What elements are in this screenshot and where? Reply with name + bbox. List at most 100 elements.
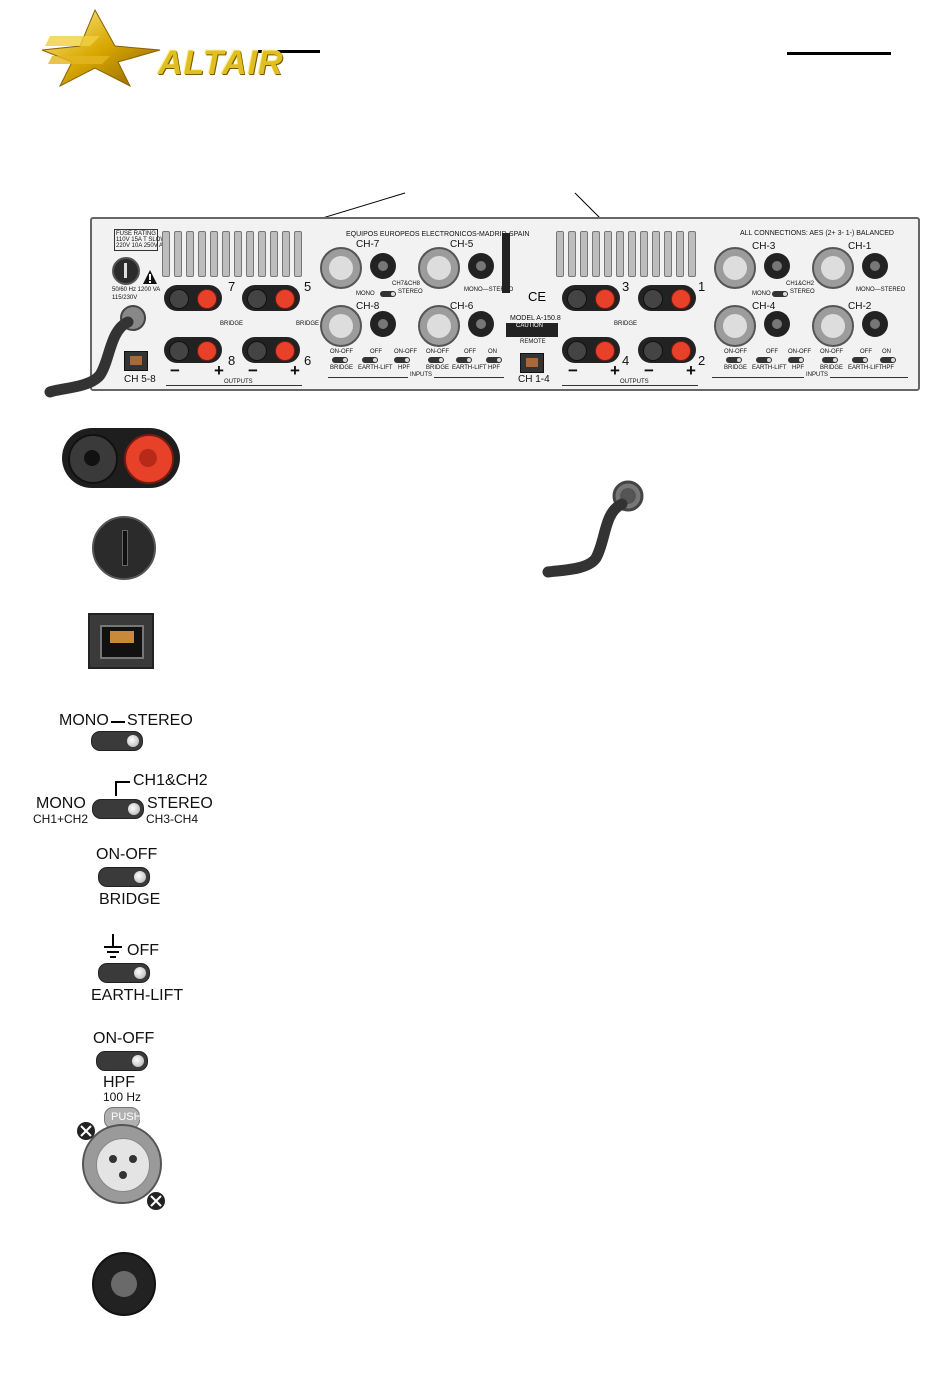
off-label-3: OFF [766,349,778,355]
on-off-label-4: ON-OFF [820,349,843,355]
warning-icon [143,270,157,284]
output-post-8[interactable] [164,337,222,363]
jack-ch6[interactable] [468,311,494,337]
output-post-2[interactable] [638,337,696,363]
legend-off-label: OFF [127,942,159,959]
fuse-line-3: 220V 10A 250V AC [116,243,168,249]
output-post-1[interactable] [638,285,696,311]
jack-ch8[interactable] [370,311,396,337]
earth-lift-label-1: EARTH-LIFT [358,365,393,371]
inputs-label-left: INPUTS [408,372,435,378]
on-off-label-2: ON-OFF [426,349,449,355]
channel-label-ch2: CH-2 [848,301,872,312]
channel-label-ch5: CH-5 [450,239,474,250]
bridge-switch-ch78[interactable] [332,357,348,363]
channel-label-ch4: CH-4 [752,301,776,312]
output-post-5[interactable] [242,285,300,311]
mono-stereo-switch-ch78[interactable] [380,291,396,297]
legend-remote-port [88,613,154,669]
channel-label-ch3: CH-3 [752,241,776,252]
legend-binding-post [62,428,180,488]
output-number-3: 3 [622,279,630,294]
hpf-switch-ch12[interactable] [880,357,896,363]
legend-hpf-switch [96,1051,148,1071]
remote-label-ch58: CH 5-8 [124,374,156,385]
output-number-8: 8 [228,353,236,368]
bridge-switch-ch34[interactable] [726,357,742,363]
on-off-label-1: ON-OFF [330,349,353,355]
legend-fuse-holder [92,516,156,580]
hpf-switch-ch34[interactable] [788,357,804,363]
earth-lift-switch-ch56[interactable] [456,357,472,363]
outputs-underline-left [166,385,302,386]
earth-lift-switch-ch78[interactable] [362,357,378,363]
bridge-switch-ch12[interactable] [822,357,838,363]
connections-line: ALL CONNECTIONS: AES (2+ 3- 1-) BALANCED [740,230,894,237]
xlr-ch3[interactable] [714,247,756,289]
jack-ch4[interactable] [764,311,790,337]
bridge-label-56: BRIDGE [296,321,320,327]
bridge-sw-label-2: BRIDGE [426,365,450,371]
hpf-switch-ch78[interactable] [394,357,410,363]
output-number-6: 6 [304,353,312,368]
fuse-holder[interactable] [112,257,140,285]
output-number-1: 1 [698,279,706,294]
jack-ch7[interactable] [370,253,396,279]
legend-bridge-label: BRIDGE [99,891,161,908]
hpf-label-1: HPF [398,365,410,371]
earth-lift-label-4: EARTH-LIFT [848,365,883,371]
channel-label-ch7: CH-7 [356,239,380,250]
output-post-4[interactable] [562,337,620,363]
minus-label-2: − [644,361,654,380]
legend-earth-lift-label: EARTH-LIFT [91,987,184,1004]
xlr-ch8[interactable] [320,305,362,347]
header-rule-right [787,52,891,55]
jack-ch2[interactable] [862,311,888,337]
remote-label-ch14: CH 1-4 [518,374,550,385]
xlr-ch5[interactable] [418,247,460,289]
output-number-2: 2 [698,353,706,368]
on-label-2: ON [488,349,497,355]
jack-ch5[interactable] [468,253,494,279]
output-post-3[interactable] [562,285,620,311]
caution-label: CAUTION [516,323,543,329]
hpf-on-off-label-1: ON-OFF [394,349,417,355]
channel-label-ch8: CH-8 [356,301,380,312]
star-emblem-icon [41,8,161,88]
jack-ch1[interactable] [862,253,888,279]
ch12-label: CH1&CH2 [786,281,815,287]
legend-ch12-label: CH1&CH2 [133,772,208,789]
output-post-7[interactable] [164,285,222,311]
fuse-rating-label: FUSE RATING 110V 15A T SLOW 220V 10A 250… [114,229,168,251]
rear-panel: FUSE RATING 110V 15A T SLOW 220V 10A 250… [90,217,920,391]
xlr-ch7[interactable] [320,247,362,289]
legend-stereo-label: STEREO [127,712,193,729]
legend-mono-stereo-dash [111,721,125,723]
earth-lift-switch-ch34[interactable] [756,357,772,363]
legend-xlr-connector [82,1124,162,1204]
output-post-6[interactable] [242,337,300,363]
xlr-ch2[interactable] [812,305,854,347]
legend-screw-bottom-icon [147,1192,165,1210]
mono-stereo-label-ch34: MONO—STEREO [856,287,906,293]
bridge-sw-label-4: BRIDGE [820,365,844,371]
jack-ch3[interactable] [764,253,790,279]
mono-stereo-switch-ch12[interactable] [772,291,788,297]
hpf-on-off-label-3: ON-OFF [788,349,811,355]
mono-stereo-label-ch56: MONO—STEREO [464,287,514,293]
hpf-switch-ch56[interactable] [486,357,502,363]
bridge-switch-ch56[interactable] [428,357,444,363]
earth-lift-switch-ch12[interactable] [852,357,868,363]
outputs-label-right: OUTPUTS [618,379,651,385]
xlr-ch1[interactable] [812,247,854,289]
remote-port-ch14[interactable] [520,353,544,373]
hpf-label-3: HPF [792,365,804,371]
legend-on-off-bridge: ON-OFF [96,846,158,863]
legend-mono-label: MONO [59,712,109,729]
remote-port-ch58[interactable] [124,351,148,371]
off-label-1: OFF [370,349,382,355]
xlr-ch4[interactable] [714,305,756,347]
xlr-ch6[interactable] [418,305,460,347]
plus-label-8: + [214,361,224,380]
earth-lift-label-3: EARTH-LIFT [752,365,787,371]
